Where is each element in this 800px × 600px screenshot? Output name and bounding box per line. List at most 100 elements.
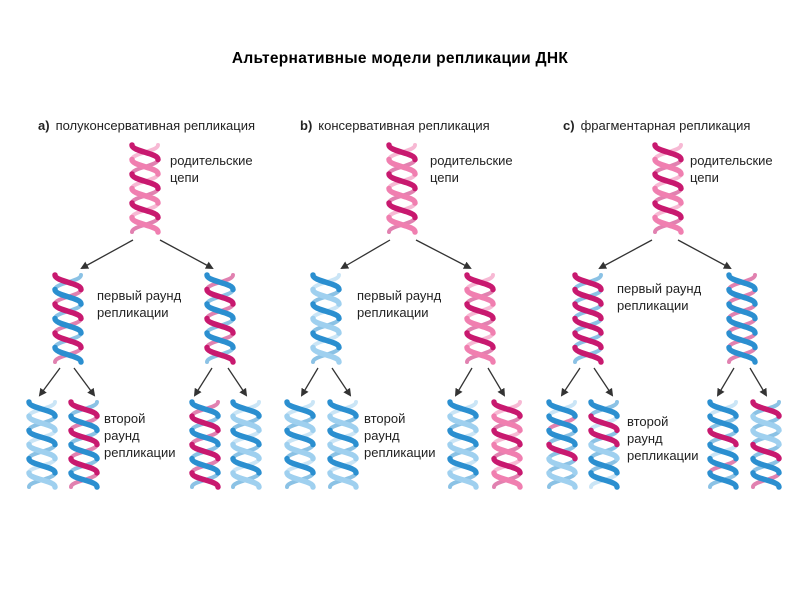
helix-strand-segment	[26, 413, 58, 434]
helix-strand-segment	[189, 441, 221, 462]
panel-a-arrow-r2-3	[193, 367, 213, 397]
helix-strand-segment	[310, 272, 342, 293]
panel-c-parent-label-line1: родительские	[690, 153, 773, 168]
panel-c-round2-label-line3: репликации	[627, 448, 699, 463]
helix-strand-segment	[189, 413, 221, 434]
panel-c-r2-helix-3	[707, 399, 739, 490]
panel-a-round1-label-line2: репликации	[97, 305, 169, 320]
helix-strand-segment	[726, 315, 758, 336]
panel-c-arrow-r2-2	[593, 367, 614, 397]
helix-strand-segment	[491, 413, 523, 434]
panel-a-letter: a)	[38, 118, 50, 133]
helix-strand-segment	[52, 301, 84, 322]
helices-layer	[26, 142, 782, 490]
panel-b-name: консервативная репликация	[318, 118, 490, 133]
panel-a-r2-helix-3	[189, 399, 221, 490]
helix-strand-segment	[726, 272, 758, 293]
panel-b-arrow-r1-right	[415, 239, 472, 269]
helix-strand-segment	[464, 344, 496, 365]
helix-strand-segment	[52, 344, 84, 365]
panel-b-parent-helix	[386, 142, 418, 235]
panel-a-round2-label-line2: раунд	[104, 428, 140, 443]
panel-b-parent-label: родительские цепи	[430, 152, 513, 186]
helix-strand-segment	[464, 286, 496, 307]
helix-strand-segment	[129, 156, 161, 177]
panel-c-r1-helix-left	[572, 272, 604, 365]
helix-strand-segment	[327, 427, 359, 448]
helix-strand-segment	[129, 185, 161, 206]
panel-a-arrow-r2-2	[73, 367, 96, 397]
helix-strand-segment	[204, 301, 236, 322]
panel-a-r1-helix-right	[204, 272, 236, 365]
helix-strand-segment	[230, 455, 262, 476]
helix-strand-segment	[546, 427, 578, 448]
helix-strand-segment	[546, 470, 578, 490]
helix-strand-segment	[726, 330, 758, 351]
helix-strand-segment	[68, 399, 100, 419]
helix-strand-segment	[572, 315, 604, 336]
panel-b-r2-helix-1	[284, 399, 316, 490]
panel-c-parent-label: родительские цепи	[690, 152, 773, 186]
panel-a-arrow-r1-right	[159, 239, 214, 269]
panel-b-r2-helix-2	[327, 399, 359, 490]
helix-strand-segment	[750, 399, 782, 419]
helix-strand-segment	[572, 301, 604, 322]
panel-c-parent-label-line2: цепи	[690, 170, 719, 185]
helix-strand-segment	[652, 171, 684, 192]
panel-c-round1-label: первый раунд репликации	[617, 280, 701, 314]
panel-c-r2-helix-1	[546, 399, 578, 490]
helix-strand-segment	[726, 301, 758, 322]
panel-a-round1-label: первый раунд репликации	[97, 287, 181, 321]
panel-a-arrow-r2-1	[38, 367, 61, 397]
helix-strand-segment	[447, 455, 479, 476]
helix-strand-segment	[310, 330, 342, 351]
helix-strand-segment	[386, 185, 418, 206]
helix-strand-segment	[204, 330, 236, 351]
page-title: Альтернативные модели репликации ДНК	[231, 50, 569, 67]
helix-strand-segment	[588, 441, 620, 462]
panel-a-name: полуконсервативная репликация	[55, 118, 256, 133]
helix-strand-segment	[588, 470, 620, 490]
helix-strand-segment	[652, 185, 684, 206]
panel-b-parent-label-line2: цепи	[430, 170, 459, 185]
helix-strand-segment	[386, 200, 418, 221]
panel-a-parent-label-line1: родительские	[170, 153, 253, 168]
arrows-layer	[38, 239, 768, 397]
panel-a-parent-helix	[129, 142, 161, 235]
helix-strand-segment	[26, 470, 58, 490]
helix-strand-segment	[491, 399, 523, 419]
helix-strand-segment	[726, 286, 758, 307]
helix-strand-segment	[726, 344, 758, 365]
helix-strand-segment	[52, 272, 84, 293]
helix-strand-segment	[230, 470, 262, 490]
helix-strand-segment	[707, 427, 739, 448]
panel-b-round2-label-line1: второй	[364, 411, 406, 426]
helix-strand-segment	[52, 330, 84, 351]
panel-b-round2-label-line3: репликации	[364, 445, 436, 460]
helix-strand-segment	[327, 470, 359, 490]
panel-c-r2-helix-4	[750, 399, 782, 490]
helix-strand-segment	[750, 455, 782, 476]
helix-strand-segment	[26, 399, 58, 419]
helix-strand-segment	[652, 214, 684, 235]
helix-strand-segment	[572, 344, 604, 365]
panel-c-r1-helix-right	[726, 272, 758, 365]
helix-strand-segment	[310, 315, 342, 336]
helix-strand-segment	[129, 171, 161, 192]
helix-strand-segment	[447, 427, 479, 448]
helix-strand-segment	[284, 427, 316, 448]
helix-strand-segment	[447, 470, 479, 490]
panel-a-parent-label: родительские цепи	[170, 152, 253, 186]
helix-strand-segment	[189, 427, 221, 448]
helix-strand-segment	[204, 286, 236, 307]
panel-c-parent-helix	[652, 142, 684, 235]
panel-b-r1-helix-right	[464, 272, 496, 365]
helix-strand-segment	[464, 301, 496, 322]
helix-strand-segment	[189, 470, 221, 490]
helix-strand-segment	[491, 470, 523, 490]
panel-b-r1-helix-left	[310, 272, 342, 365]
helix-strand-segment	[129, 200, 161, 221]
panel-b-round2-label-line2: раунд	[364, 428, 400, 443]
helix-strand-segment	[491, 441, 523, 462]
helix-strand-segment	[491, 455, 523, 476]
